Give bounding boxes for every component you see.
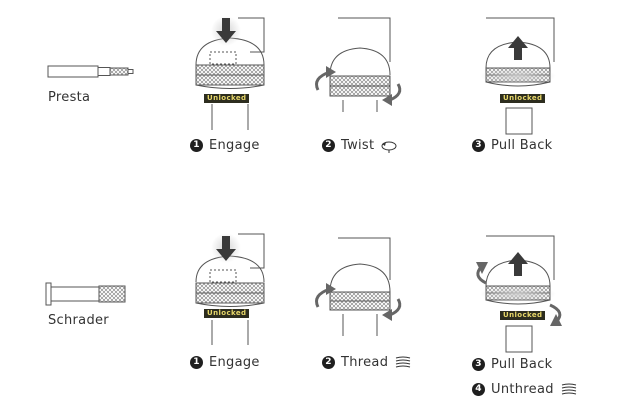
- presta-step-2: 2 Twist: [322, 138, 398, 153]
- schrader-label: Schrader: [48, 313, 109, 328]
- step-label: Pull Back: [491, 138, 553, 153]
- presta-push-arrow: [216, 18, 236, 43]
- schrader-engage-unlocked-badge: Unlocked: [204, 309, 250, 318]
- step-label: Twist: [341, 138, 375, 153]
- presta-engage-figure: [195, 17, 265, 130]
- presta-label: Presta: [48, 90, 91, 105]
- schrader-thread-figure: [329, 237, 391, 336]
- presta-step-1: 1 Engage: [190, 138, 260, 153]
- presta-twist-arrows: [315, 66, 402, 106]
- step-number-badge: 1: [190, 139, 203, 152]
- step-number-badge: 2: [322, 139, 335, 152]
- twist-arrow-icon: [381, 141, 397, 153]
- thread-spiral-icon: [561, 383, 576, 394]
- step-number-badge: 3: [472, 139, 485, 152]
- schrader-step-4: 4 Unthread: [472, 382, 578, 397]
- thread-spiral-icon: [396, 356, 411, 367]
- step-number-badge: 1: [190, 356, 203, 369]
- step-label: Pull Back: [491, 357, 553, 372]
- presta-pullback-unlocked-badge: Unlocked: [500, 94, 546, 103]
- schrader-unthread-arrows: [476, 262, 562, 326]
- schrader-step-3: 3 Pull Back: [472, 357, 552, 372]
- schrader-push-arrow: [216, 236, 236, 261]
- step-label: Thread: [341, 355, 389, 370]
- presta-valve-icon: [47, 65, 134, 78]
- presta-pull-arrow: [508, 36, 528, 60]
- schrader-thread-arrows: [315, 283, 402, 321]
- step-number-badge: 4: [472, 383, 485, 396]
- step-number-badge: 3: [472, 358, 485, 371]
- step-number-badge: 2: [322, 356, 335, 369]
- step-label: Unthread: [491, 382, 554, 397]
- schrader-step-1: 1 Engage: [190, 355, 260, 370]
- step-label: Engage: [209, 138, 260, 153]
- schrader-pull-arrow: [508, 252, 528, 276]
- schrader-valve-icon: [45, 282, 126, 306]
- schrader-pullback-unlocked-badge: Unlocked: [500, 311, 546, 320]
- schrader-engage-figure: [195, 233, 265, 345]
- step-label: Engage: [209, 355, 260, 370]
- presta-engage-unlocked-badge: Unlocked: [204, 94, 250, 103]
- schrader-step-2: 2 Thread: [322, 355, 412, 370]
- presta-step-3: 3 Pull Back: [472, 138, 552, 153]
- presta-twist-figure: [329, 17, 391, 112]
